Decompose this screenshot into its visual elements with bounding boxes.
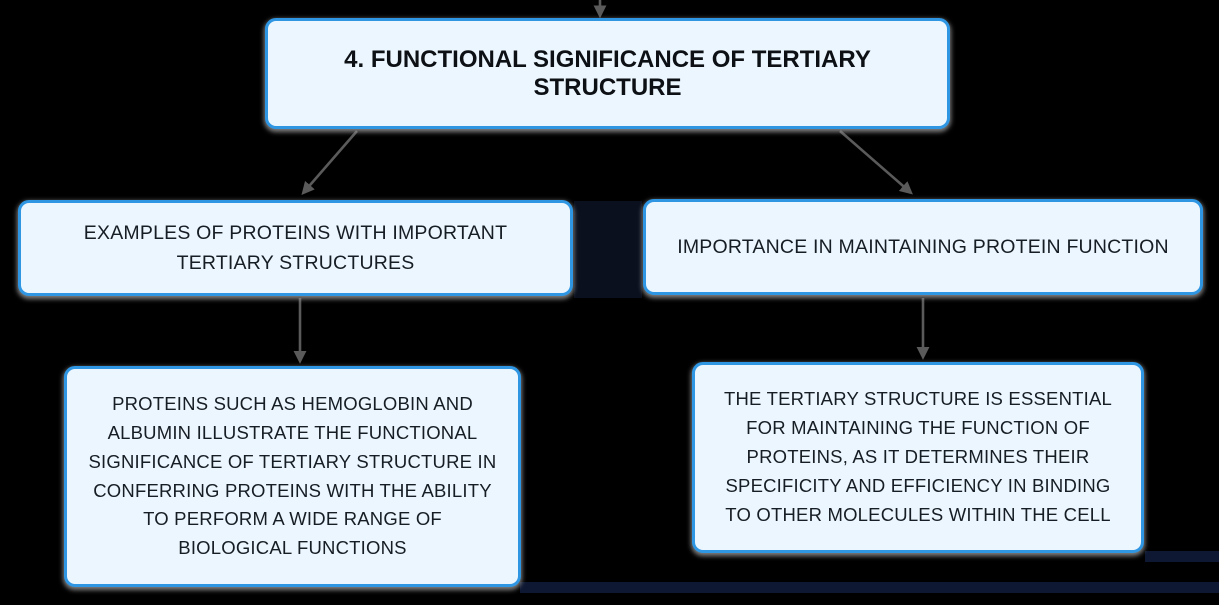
underlay-bar-right <box>1145 551 1219 562</box>
node-root[interactable]: 4. FUNCTIONAL SIGNIFICANCE OF TERTIARY S… <box>265 18 950 129</box>
node-leaf-importance-detail[interactable]: THE TERTIARY STRUCTURE IS ESSENTIAL FOR … <box>692 362 1144 553</box>
node-branch-importance[interactable]: IMPORTANCE IN MAINTAINING PROTEIN FUNCTI… <box>643 199 1203 295</box>
node-branch-importance-label: IMPORTANCE IN MAINTAINING PROTEIN FUNCTI… <box>677 235 1169 258</box>
node-branch-examples-label: EXAMPLES OF PROTEINS WITH IMPORTANT TERT… <box>83 221 508 274</box>
node-leaf-examples-detail[interactable]: PROTEINS SUCH AS HEMOGLOBIN AND ALBUMIN … <box>64 366 521 587</box>
edge-root-to-left-branch <box>301 130 358 195</box>
underlay-bar-bottom <box>520 582 1219 593</box>
node-leaf-importance-detail-label: THE TERTIARY STRUCTURE IS ESSENTIAL FOR … <box>723 388 1113 525</box>
edge-root-to-right-branch <box>839 130 913 195</box>
underlay-gap-strip <box>574 201 642 298</box>
node-leaf-examples-detail-label: PROTEINS SUCH AS HEMOGLOBIN AND ALBUMIN … <box>88 392 497 559</box>
node-root-label: 4. FUNCTIONAL SIGNIFICANCE OF TERTIARY S… <box>344 45 871 101</box>
node-branch-examples[interactable]: EXAMPLES OF PROTEINS WITH IMPORTANT TERT… <box>18 200 573 296</box>
